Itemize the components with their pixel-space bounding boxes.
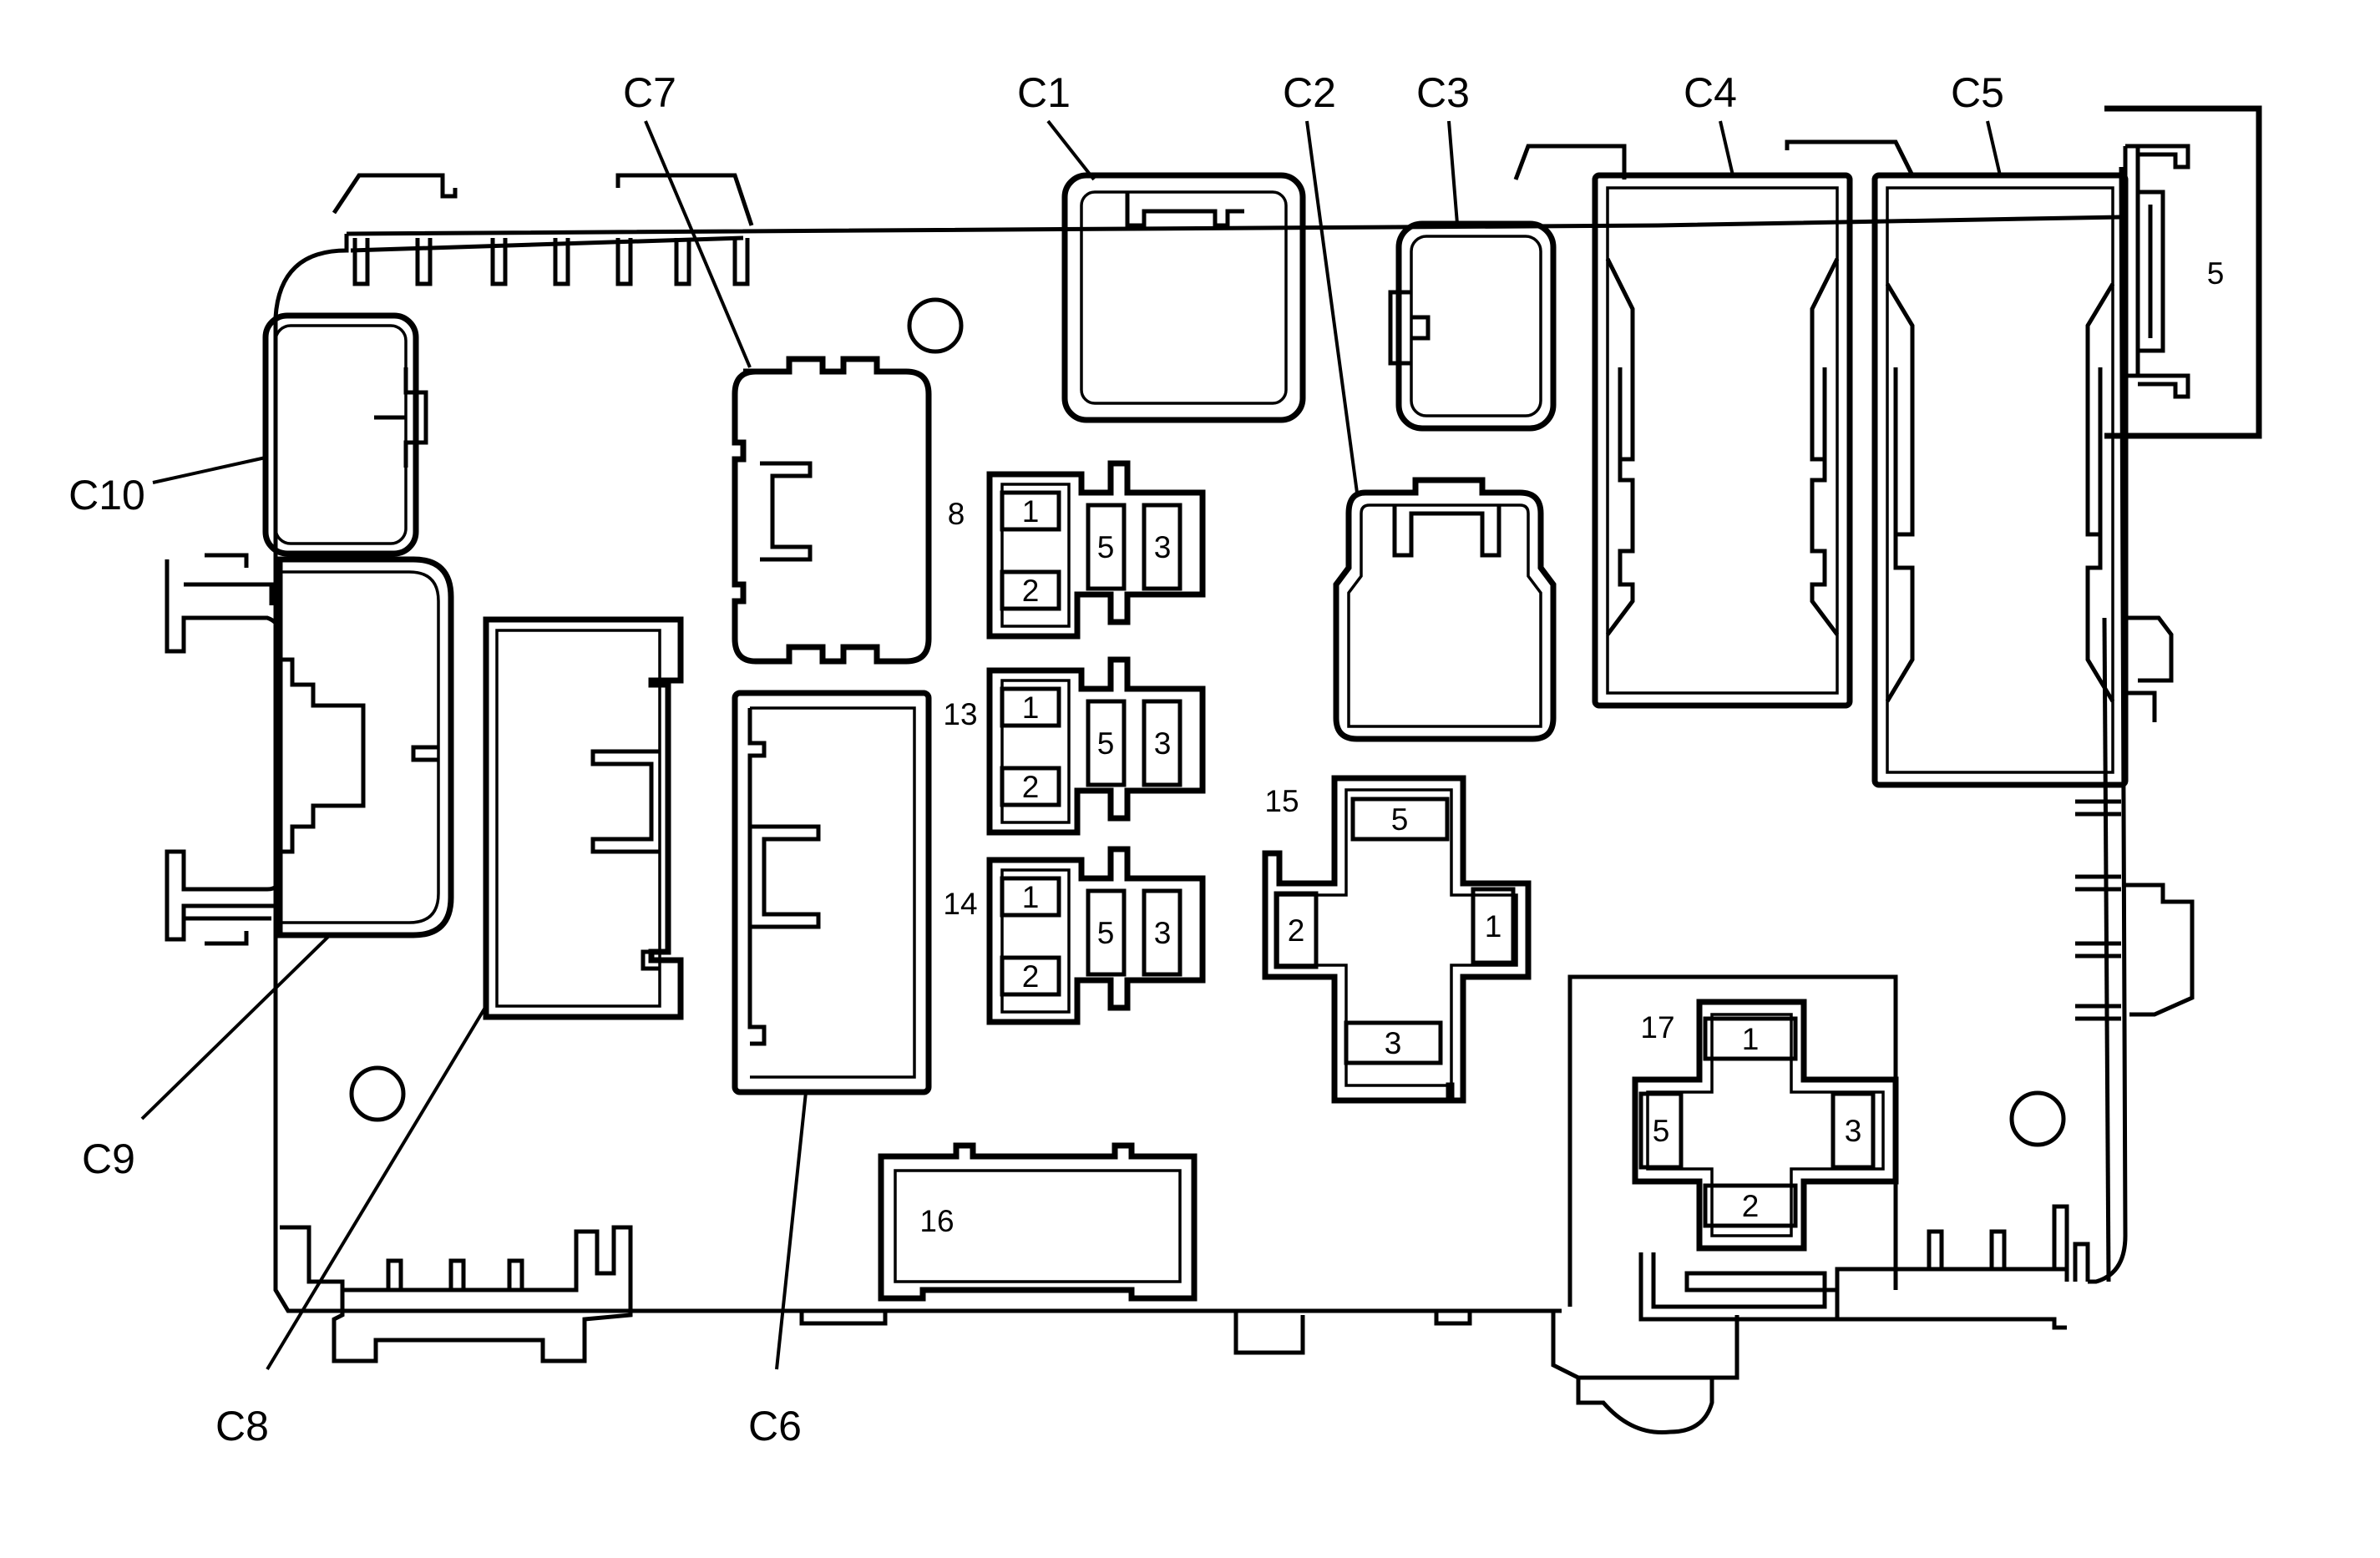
relay-14 <box>986 846 1206 1025</box>
relay-17-terminals: 1 5 3 2 <box>1653 1022 1862 1223</box>
connector-c9 <box>165 553 454 946</box>
position-5-block <box>2104 105 2262 439</box>
housing-outline <box>273 139 2195 1435</box>
connector-c4 <box>1592 172 1853 709</box>
relay-17-terminal-3: 3 <box>1845 1114 1862 1148</box>
label-position-8: 8 <box>948 497 965 531</box>
relay-13-terminal-5: 5 <box>1097 726 1115 761</box>
relay-8-terminal-3: 3 <box>1154 530 1172 564</box>
connector-c10 <box>262 312 428 557</box>
label-c5: C5 <box>1951 69 2004 116</box>
relay-13-terminal-1: 1 <box>1022 690 1040 725</box>
relay-8 <box>986 460 1206 640</box>
relay-16 <box>878 1142 1198 1302</box>
label-c3: C3 <box>1416 69 1470 116</box>
relay-8-terminal-5: 5 <box>1097 530 1115 564</box>
position-labels: 5 8 13 14 15 16 17 <box>919 256 2224 1238</box>
relay-13-terminal-3: 3 <box>1154 726 1172 761</box>
label-position-17: 17 <box>1640 1010 1674 1045</box>
connector-c5 <box>1871 172 2129 788</box>
leader-lines <box>140 119 2002 1371</box>
relay-15-terminal-1: 1 <box>1485 909 1502 943</box>
relay-8-terminal-2: 2 <box>1022 574 1040 608</box>
label-c1: C1 <box>1017 69 1071 116</box>
relay-14-terminal-1: 1 <box>1022 880 1040 914</box>
connector-c3 <box>1388 220 1557 432</box>
label-c9: C9 <box>82 1136 135 1182</box>
relay-13 <box>986 656 1206 836</box>
label-position-15: 15 <box>1264 784 1299 818</box>
label-position-16: 16 <box>919 1204 954 1238</box>
relay-14-terminal-5: 5 <box>1097 916 1115 950</box>
relay-15-terminals: 5 2 1 3 <box>1288 802 1502 1060</box>
label-c4: C4 <box>1684 69 1737 116</box>
label-position-14: 14 <box>943 887 977 921</box>
relay-17 <box>1632 999 1899 1252</box>
relay-14-terminal-2: 2 <box>1022 959 1040 994</box>
relay-8-terminal-1: 1 <box>1022 494 1040 529</box>
connector-c6 <box>732 690 932 1095</box>
relay-13-terminals: 1 2 5 3 <box>1022 690 1172 804</box>
label-c6: C6 <box>748 1403 802 1449</box>
label-position-13: 13 <box>943 697 977 731</box>
label-c7: C7 <box>623 69 676 116</box>
relay-8-terminals: 1 2 5 3 <box>1022 494 1172 608</box>
relay-15 <box>1262 775 1532 1104</box>
relay-17-terminal-1: 1 <box>1742 1022 1760 1056</box>
relay-14-terminal-3: 3 <box>1154 916 1172 950</box>
relay-13-terminal-2: 2 <box>1022 770 1040 804</box>
relay-15-terminal-5: 5 <box>1391 802 1409 837</box>
relay-14-terminals: 1 2 5 3 <box>1022 880 1172 994</box>
label-c8: C8 <box>215 1403 269 1449</box>
relay-17-terminal-2: 2 <box>1742 1189 1760 1223</box>
connector-c2 <box>1333 477 1557 742</box>
connector-c8 <box>483 616 684 1020</box>
connector-c1 <box>1061 172 1306 423</box>
label-c10: C10 <box>68 472 145 518</box>
callout-labels: C7 C1 C2 C3 C4 C5 C10 C9 C8 C6 <box>68 69 2004 1449</box>
relay-17-terminal-5: 5 <box>1653 1114 1670 1148</box>
label-c2: C2 <box>1283 69 1336 116</box>
relay-15-terminal-2: 2 <box>1288 913 1305 948</box>
label-position-5: 5 <box>2207 256 2225 291</box>
relay-15-terminal-3: 3 <box>1385 1026 1402 1060</box>
connector-c7 <box>732 356 932 665</box>
